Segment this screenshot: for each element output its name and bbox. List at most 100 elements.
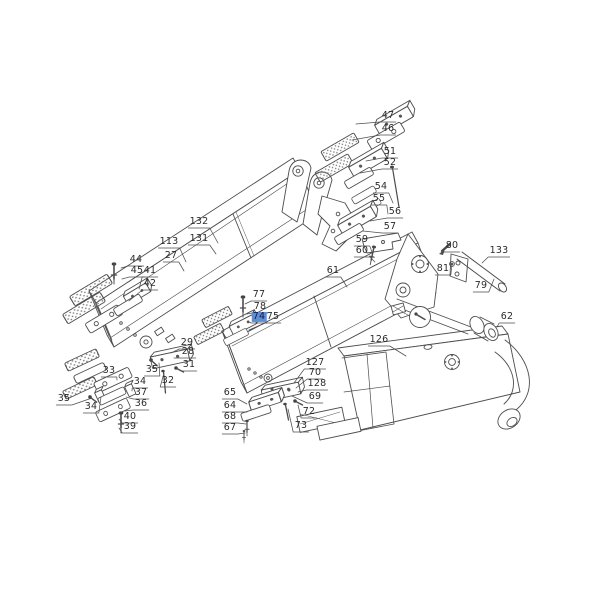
leader-line-81 (434, 263, 453, 276)
leader-line-127 (293, 368, 327, 384)
part-label-127[interactable]: 127 (305, 356, 325, 368)
part-label-65[interactable]: 65 (223, 386, 237, 398)
part-label-126[interactable]: 126 (369, 333, 389, 345)
upper-wear-pad-stack (314, 99, 419, 266)
part-label-47[interactable]: 47 (381, 109, 395, 121)
leader-line-59 (353, 245, 373, 253)
leader-line-131 (187, 244, 217, 255)
part-label-40[interactable]: 40 (123, 410, 137, 422)
leader-line-62 (496, 322, 516, 328)
part-label-32[interactable]: 32 (161, 374, 175, 386)
leader-line-126 (367, 345, 407, 357)
part-label-64[interactable]: 64 (223, 399, 237, 411)
part-label-46[interactable]: 46 (381, 122, 395, 134)
part-label-39[interactable]: 39 (123, 420, 137, 432)
part-label-62[interactable]: 62 (500, 310, 514, 322)
middle-boom-section (221, 231, 439, 394)
base-pad-group (239, 387, 362, 444)
part-label-36[interactable]: 36 (134, 397, 148, 409)
part-label-27[interactable]: 27 (164, 249, 178, 261)
part-label-55[interactable]: 55 (372, 192, 386, 204)
part-label-29[interactable]: 29 (180, 336, 194, 348)
leader-line-35a (143, 362, 161, 377)
link-rod-and-bushing (393, 298, 499, 342)
part-label-45[interactable]: 45 (130, 264, 144, 276)
part-label-51[interactable]: 51 (383, 145, 397, 157)
part-label-56[interactable]: 56 (388, 205, 402, 217)
part-label-37[interactable]: 37 (134, 386, 148, 398)
leader-line-77 (244, 300, 268, 305)
part-label-33[interactable]: 33 (102, 364, 116, 376)
part-label-81[interactable]: 81 (436, 262, 450, 274)
leader-line-72 (297, 404, 318, 419)
leader-line-60 (353, 256, 376, 263)
part-label-35a[interactable]: 35 (145, 363, 159, 375)
leader-line-56 (369, 217, 404, 222)
leader-line-35b (55, 397, 93, 406)
leader-line-54 (372, 192, 394, 204)
leader-line-39 (118, 427, 139, 434)
part-label-132[interactable]: 132 (189, 215, 209, 227)
leader-line-52 (359, 168, 399, 174)
leader-line-132 (187, 227, 219, 244)
part-label-73[interactable]: 73 (294, 419, 308, 431)
part-label-34b[interactable]: 34 (84, 400, 98, 412)
part-label-57[interactable]: 57 (383, 220, 397, 232)
part-label-42[interactable]: 42 (143, 277, 157, 289)
outer-boom-section (88, 157, 353, 349)
part-label-72[interactable]: 72 (302, 405, 316, 417)
part-label-28[interactable]: 28 (181, 345, 195, 357)
leader-line-79 (472, 278, 495, 293)
leader-line-33 (100, 376, 118, 381)
leader-line-36 (124, 409, 150, 412)
leader-line-46 (351, 134, 397, 141)
leader-line-42 (128, 289, 159, 302)
leader-line-41 (138, 276, 159, 290)
part-label-54[interactable]: 54 (374, 180, 388, 192)
part-label-31[interactable]: 31 (182, 358, 196, 370)
part-label-79[interactable]: 79 (474, 279, 488, 291)
leader-line-31 (177, 368, 198, 372)
leader-line-29 (170, 348, 196, 354)
leader-line-74 (248, 321, 268, 324)
leader-line-51 (365, 157, 399, 162)
part-label-75[interactable]: 75 (266, 310, 280, 322)
part-label-128[interactable]: 128 (307, 377, 327, 389)
part-label-68[interactable]: 68 (223, 410, 237, 422)
part-label-34a[interactable]: 34 (133, 375, 147, 387)
leader-line-34a (131, 387, 149, 392)
detail-circle (390, 302, 431, 328)
leader-line-128 (297, 389, 329, 393)
part-label-60[interactable]: 60 (355, 244, 369, 256)
part-label-69[interactable]: 69 (308, 390, 322, 402)
leader-line-67 (221, 432, 246, 435)
part-label-80[interactable]: 80 (445, 239, 459, 251)
leader-line-75 (248, 322, 282, 331)
part-label-78[interactable]: 78 (253, 300, 267, 312)
leader-line-44 (120, 265, 145, 269)
leader-line-68 (221, 422, 247, 425)
part-label-44[interactable]: 44 (129, 253, 143, 265)
leader-line-40 (118, 418, 139, 424)
part-label-59[interactable]: 59 (355, 233, 369, 245)
leader-line-37 (125, 396, 150, 400)
pivot-pin-assembly (439, 242, 508, 293)
part-label-70[interactable]: 70 (308, 366, 322, 378)
leader-line-73 (287, 408, 310, 433)
part-label-133[interactable]: 133 (489, 244, 509, 256)
part-label-41[interactable]: 41 (143, 264, 157, 276)
part-label-67[interactable]: 67 (223, 421, 237, 433)
middle-bracket-group (259, 376, 307, 421)
lower-bracket-group (147, 343, 196, 394)
leader-line-65 (221, 398, 248, 405)
part-label-74[interactable]: 74 (251, 310, 267, 323)
part-label-113[interactable]: 113 (159, 235, 179, 247)
part-label-77[interactable]: 77 (252, 288, 266, 300)
part-label-131[interactable]: 131 (189, 232, 209, 244)
leader-line-27 (162, 261, 185, 272)
part-label-35b[interactable]: 35 (57, 392, 71, 404)
part-label-61[interactable]: 61 (326, 264, 340, 276)
part-label-52[interactable]: 52 (383, 156, 397, 168)
